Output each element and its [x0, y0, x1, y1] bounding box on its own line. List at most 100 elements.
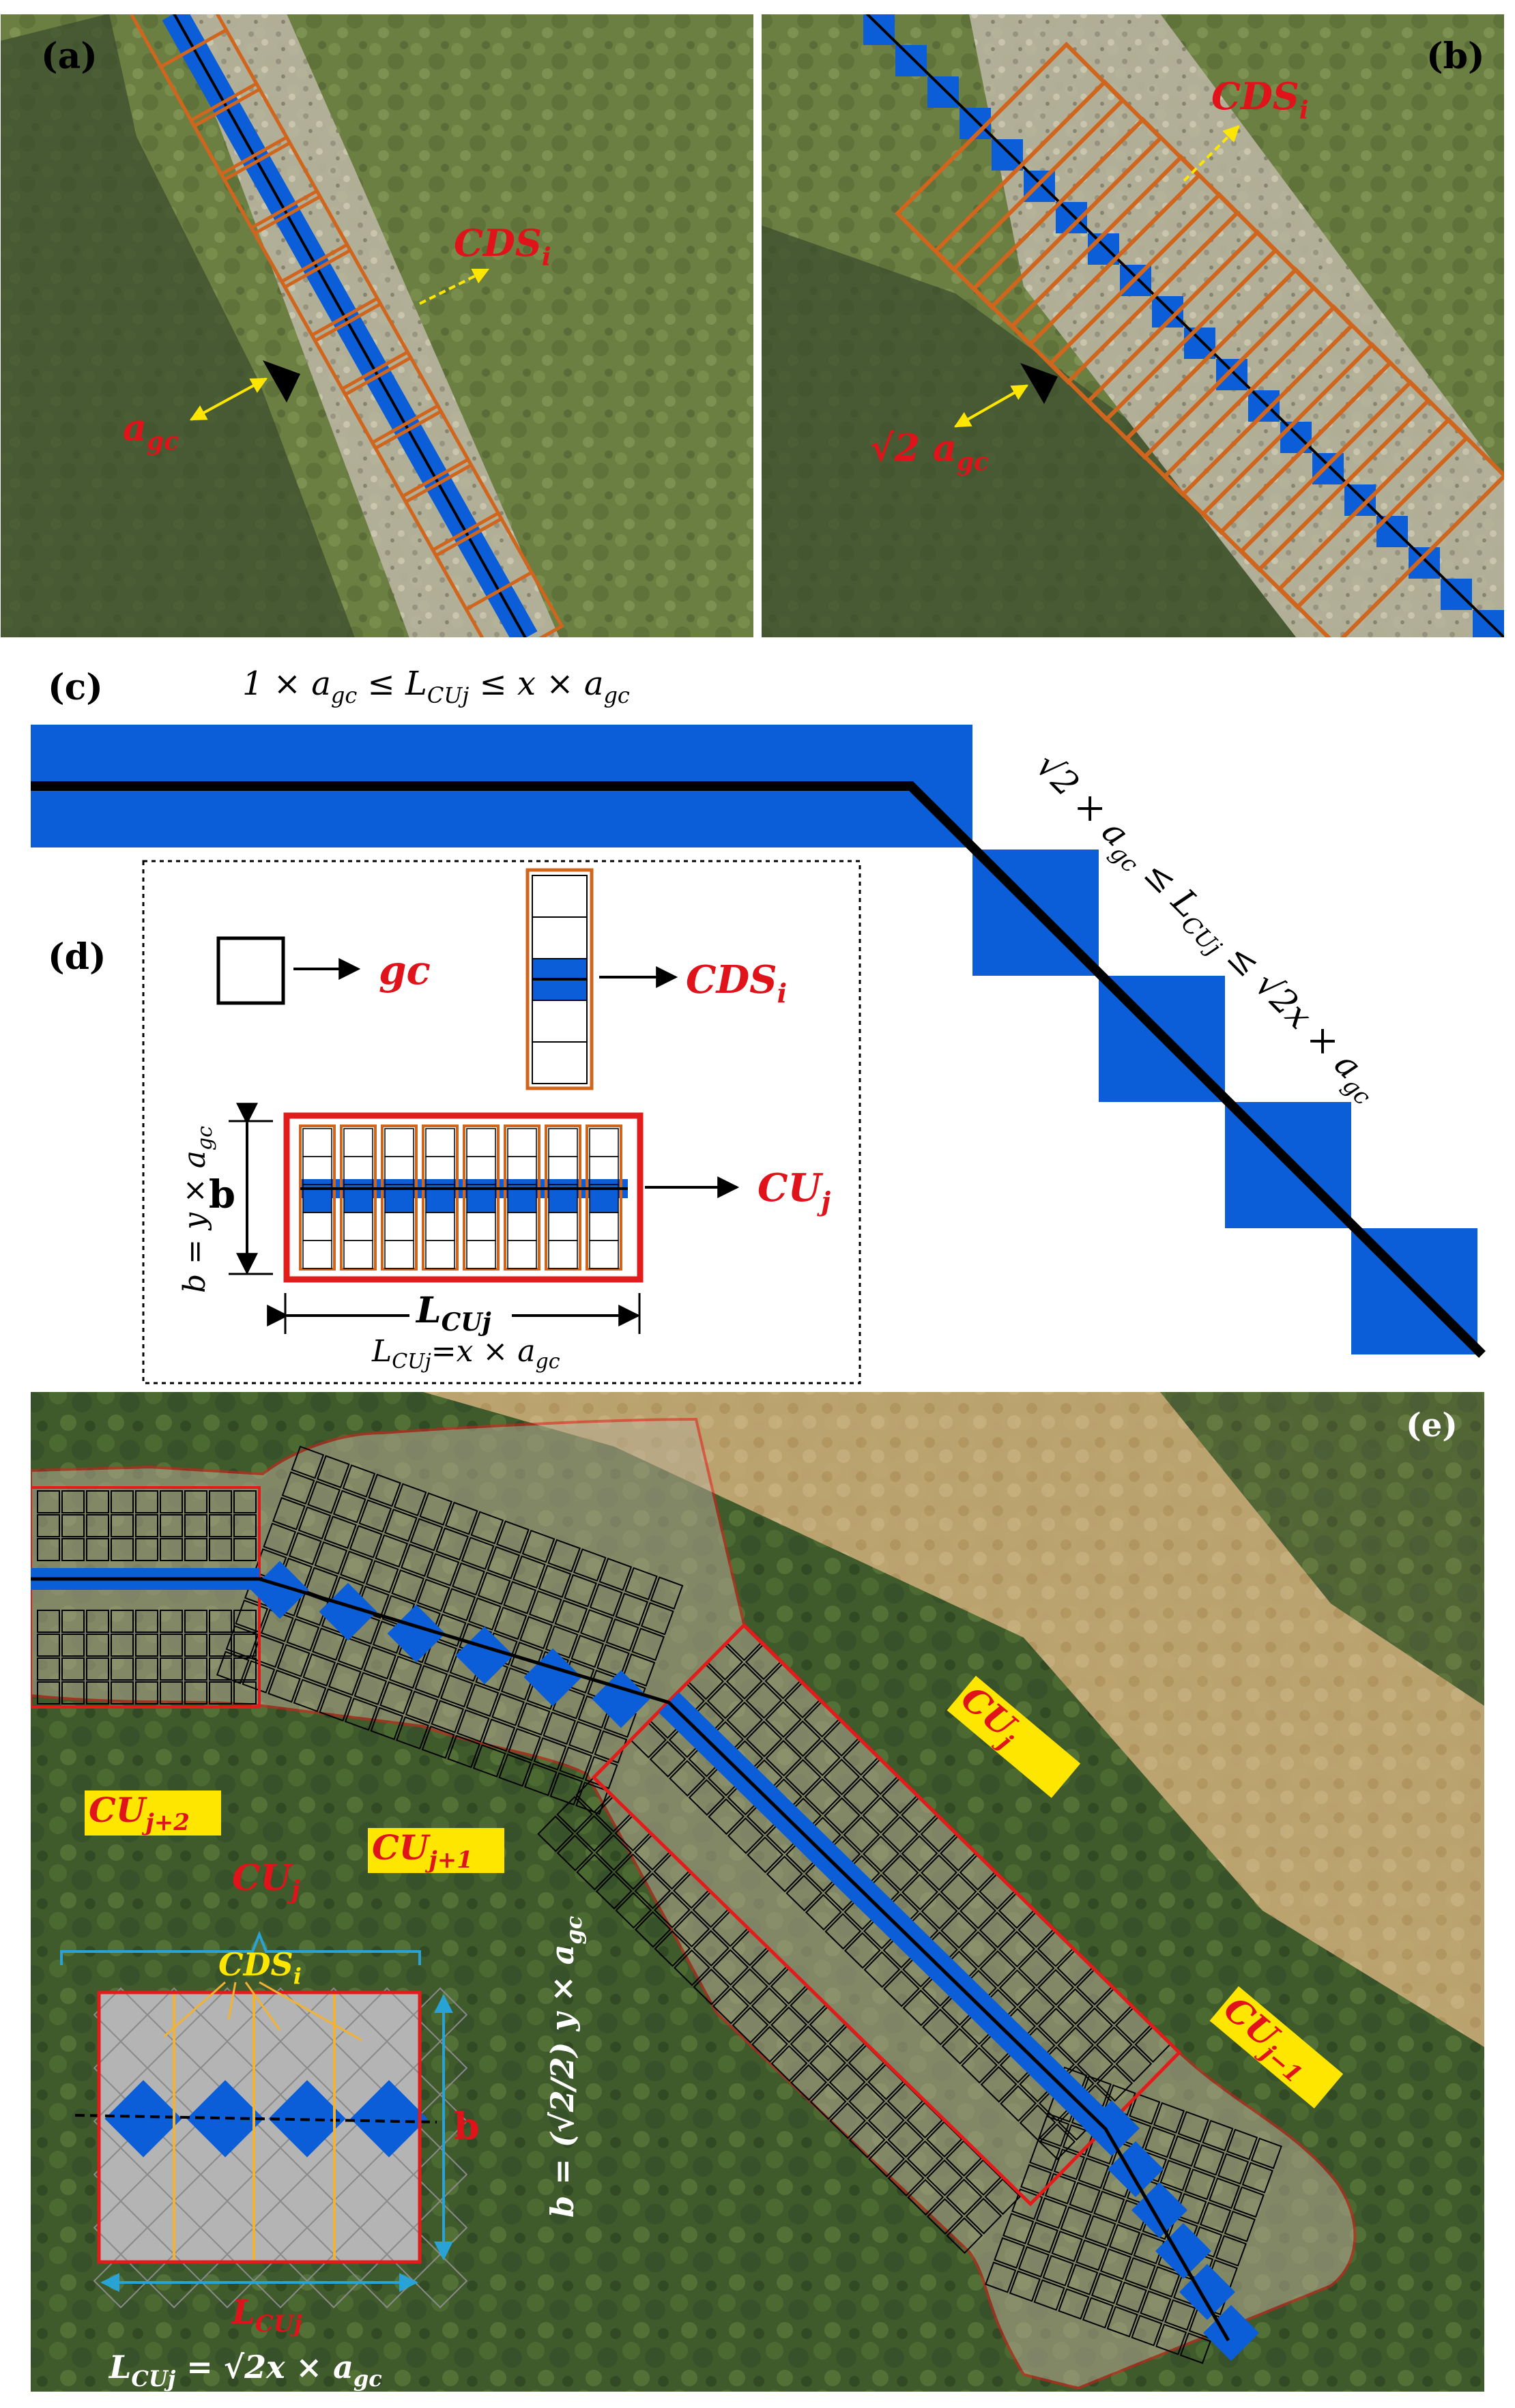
grid-cell	[433, 1613, 467, 1647]
grid-cell	[751, 2026, 788, 2063]
grid-cell	[519, 1616, 553, 1649]
cu-label-highlight	[947, 1675, 1081, 1799]
grid-cell	[521, 1529, 556, 1563]
grid-cell	[498, 1753, 532, 1787]
grid-cell	[1193, 2144, 1225, 2176]
cds-pointer	[244, 1982, 281, 2031]
grid-cell	[843, 1778, 880, 1815]
grid-cell	[307, 1480, 341, 1514]
grid-cell	[580, 1609, 614, 1642]
cu-label: CUj	[758, 1165, 831, 1217]
grid-cell	[199, 1987, 255, 2043]
grid-cell	[493, 1606, 528, 1640]
grid-cell	[538, 1565, 572, 1598]
grid-cell	[568, 1721, 602, 1754]
grid-cell	[332, 1490, 366, 1524]
grid-cell	[388, 1655, 422, 1689]
grid-cell	[882, 1855, 919, 1891]
grid-cell	[86, 1490, 109, 1513]
grid-cell	[111, 1634, 134, 1657]
grid-cell	[1029, 2139, 1061, 2171]
inset-text: CUj CDSi b LCUj LCUj = √2x × agc b = (√2…	[108, 1857, 587, 2392]
cds-rectangles	[128, 14, 564, 638]
grid-cell	[634, 1872, 672, 1909]
channel-cell	[1473, 610, 1504, 638]
grid-cell	[1217, 2153, 1250, 2185]
grid-cell	[365, 1560, 399, 1593]
grid-cell	[435, 1527, 469, 1561]
grid-cell	[468, 1597, 502, 1631]
grid-cell	[412, 1987, 468, 2043]
cds-outline	[545, 1125, 581, 1271]
grid-cell	[751, 1987, 788, 2025]
grid-cell	[547, 1539, 581, 1573]
grid-cell	[940, 1873, 977, 1911]
grid-cell	[1058, 2288, 1090, 2320]
grid-cell	[184, 1657, 207, 1681]
grid-cell	[1011, 2188, 1043, 2220]
cu-label-text: CUj+1	[372, 1827, 473, 1874]
grid-cell	[1200, 2201, 1232, 2233]
grid-cell	[631, 1627, 665, 1662]
cu-label-1: CUj+1	[368, 1827, 504, 1874]
cds-symbol	[525, 868, 594, 1090]
grid-cell	[312, 1627, 345, 1661]
inset-cds-label: CDSi	[218, 1946, 302, 1989]
cds-rectangle	[1200, 342, 1431, 572]
grid-cell	[548, 1240, 578, 1269]
grid-cell	[444, 1501, 478, 1535]
grid-cell	[848, 2121, 886, 2158]
grid-cell	[747, 1836, 784, 1874]
grid-cell	[573, 1548, 607, 1582]
grid-cell	[727, 1817, 764, 1855]
grid-cell	[319, 1688, 353, 1722]
width-marker	[263, 360, 300, 403]
cds-rectangle	[1048, 192, 1278, 422]
grid-cell	[1226, 2128, 1258, 2160]
grid-cell	[93, 2200, 149, 2256]
grid-cell	[979, 1950, 1016, 1987]
grid-cell	[252, 2040, 308, 2096]
grid-cell	[508, 1728, 541, 1762]
grid-cell	[784, 1758, 822, 1796]
cds-rectangle	[1162, 304, 1393, 535]
grid-cell	[93, 1987, 149, 2043]
grid-cell	[571, 1634, 605, 1668]
grid-cell	[344, 1697, 378, 1731]
grid-cell	[1232, 2186, 1265, 2218]
grid-cell	[732, 1968, 768, 2005]
grid-cell	[862, 1797, 899, 1834]
grid-cell	[359, 2147, 415, 2203]
grid-cell	[1129, 2093, 1161, 2125]
cu-label-2: CUj	[947, 1675, 1081, 1799]
grid-cell	[1209, 2177, 1241, 2209]
grid-cell	[447, 1735, 480, 1769]
grid-cell	[998, 1930, 1036, 1968]
cu-text: CU	[372, 1827, 431, 1868]
grid-cell	[1038, 2115, 1070, 2147]
grid-cell	[135, 1634, 158, 1657]
grid-cell	[922, 2008, 959, 2046]
grid-cell	[199, 2253, 255, 2309]
grid-cell	[456, 1709, 490, 1743]
grid-cell	[314, 1541, 348, 1575]
grid-cell	[790, 2064, 827, 2101]
channel-cell	[1441, 579, 1472, 610]
grid-cell	[482, 1718, 516, 1752]
grid-cell	[533, 1737, 567, 1771]
grid-cell	[111, 1514, 134, 1537]
grid-cell	[146, 1987, 202, 2043]
grid-cell	[209, 1681, 232, 1705]
grid-cell	[160, 1634, 183, 1657]
grid-cell	[37, 1514, 60, 1537]
grid-cell	[412, 2200, 468, 2256]
grid-cell	[965, 2197, 1002, 2235]
grid-cell	[693, 1930, 730, 1967]
grid-cell	[93, 2040, 149, 2096]
grid-cell	[1177, 2110, 1209, 2143]
channel-cell	[927, 76, 959, 108]
grid-cell	[654, 1930, 691, 1967]
channel-cell	[1312, 453, 1344, 484]
grid-cell	[263, 1522, 297, 1556]
